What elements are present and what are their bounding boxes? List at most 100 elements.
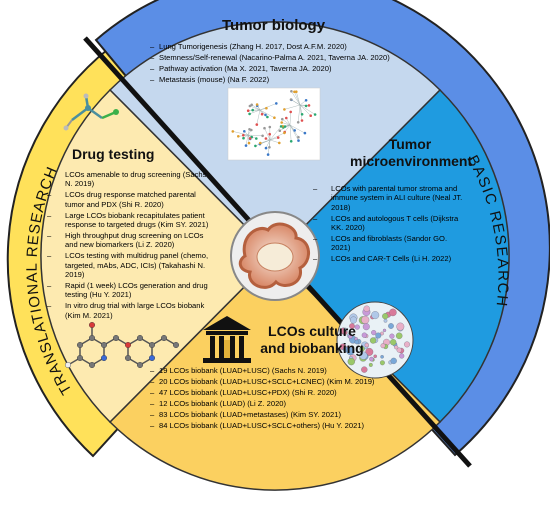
network-node bbox=[296, 121, 300, 124]
molecule-atom bbox=[124, 342, 131, 349]
network-edge bbox=[256, 109, 261, 125]
network-node bbox=[313, 113, 317, 116]
cell bbox=[390, 339, 397, 346]
list-item: –20 LCOs biobank (LUAD+LUSC+SCLC+LCNEC) … bbox=[150, 376, 375, 386]
network-node bbox=[290, 90, 293, 93]
network-node bbox=[283, 125, 287, 128]
cell bbox=[362, 323, 370, 331]
cell bbox=[404, 341, 410, 348]
network-edge bbox=[282, 119, 291, 126]
network-node bbox=[264, 113, 267, 117]
network-node bbox=[266, 115, 269, 119]
cell bbox=[350, 316, 357, 324]
cell bbox=[396, 322, 405, 331]
network-edge bbox=[232, 131, 249, 136]
cell bbox=[343, 327, 348, 332]
tumor-microenvironment-list: –LCOs with parental tumor stroma and imm… bbox=[313, 184, 464, 265]
drug-testing-sector bbox=[40, 88, 277, 424]
cell bbox=[369, 356, 374, 362]
cell bbox=[380, 343, 386, 349]
network-node bbox=[248, 104, 252, 108]
network-node bbox=[304, 99, 308, 102]
molecule-atom bbox=[172, 342, 179, 349]
lcos-title-line2: and biobanking bbox=[260, 340, 364, 356]
cell bbox=[359, 351, 368, 360]
network-node bbox=[279, 125, 283, 128]
molecule-atom bbox=[100, 342, 107, 349]
network-edge bbox=[269, 126, 282, 141]
network-edge bbox=[286, 117, 291, 126]
list-item: –Lung Tumorigenesis (Zhang H. 2017, Dost… bbox=[150, 42, 347, 51]
cell bbox=[369, 337, 377, 344]
network-node bbox=[309, 114, 313, 117]
cell bbox=[373, 354, 377, 359]
network-edge bbox=[289, 124, 292, 142]
biobank-building-icon bbox=[203, 316, 251, 363]
list-item: –LCOs and CAR-T Cells (Li H. 2022) bbox=[313, 254, 452, 264]
network-node bbox=[307, 104, 311, 107]
network-edge bbox=[247, 134, 263, 136]
network-edge bbox=[284, 124, 291, 133]
molecule-atom bbox=[148, 342, 155, 349]
cell bbox=[348, 334, 353, 339]
network-edge bbox=[297, 104, 301, 123]
network-node bbox=[304, 104, 308, 108]
network-node bbox=[251, 108, 254, 112]
list-item: –LCOs testing with multidrug panel (chem… bbox=[47, 251, 209, 280]
cell bbox=[361, 366, 368, 373]
network-node bbox=[264, 137, 268, 140]
cell bbox=[365, 347, 374, 356]
list-item: –LCOs and autologous T cells (Dijkstra K… bbox=[313, 213, 459, 233]
network-node bbox=[243, 130, 246, 133]
network-edge bbox=[249, 105, 261, 111]
network-node bbox=[264, 146, 268, 150]
cell bbox=[388, 323, 394, 329]
cell bbox=[371, 311, 380, 320]
cell bbox=[368, 362, 373, 367]
cell bbox=[354, 339, 360, 345]
cell bbox=[359, 346, 365, 352]
molecule-atom bbox=[76, 355, 83, 362]
network-node bbox=[265, 106, 268, 110]
list-item: –Large LCOs biobank recapitulates patien… bbox=[47, 210, 209, 230]
tumor-microenvironment-sector bbox=[273, 88, 510, 424]
network-node bbox=[231, 130, 235, 133]
network-edge bbox=[289, 111, 291, 126]
network-edge bbox=[264, 128, 271, 141]
network-edge bbox=[245, 134, 249, 146]
network-edge bbox=[299, 104, 311, 116]
list-item: –83 LCOs biobank (LUAD+metastases) (Kim … bbox=[150, 409, 341, 419]
cell bbox=[361, 332, 368, 338]
network-edge bbox=[289, 124, 305, 134]
drug-testing-title: Drug testing bbox=[72, 146, 155, 162]
network-node bbox=[255, 123, 259, 126]
network-edge bbox=[284, 104, 301, 110]
network-node bbox=[300, 113, 304, 116]
network-edge bbox=[269, 132, 285, 141]
network-node bbox=[293, 90, 296, 94]
molecule-atom bbox=[88, 322, 95, 329]
molecule-atom bbox=[148, 355, 155, 362]
list-item: –LCOs drug response matched parental tum… bbox=[47, 190, 196, 209]
network-edge bbox=[260, 139, 271, 144]
drug-testing-list: –LCOs amenable to drug screening (Sachs … bbox=[47, 170, 216, 322]
organoid-lumen bbox=[256, 242, 294, 272]
network-edge bbox=[259, 109, 275, 118]
network-node bbox=[289, 140, 293, 143]
list-item: –Metastasis (mouse) (Na F. 2022) bbox=[150, 74, 270, 84]
cell bbox=[349, 323, 355, 329]
network-node bbox=[268, 125, 272, 129]
network-node bbox=[260, 112, 264, 116]
network-node bbox=[261, 134, 264, 138]
tme-title-line1: Tumor bbox=[388, 136, 432, 152]
network-node bbox=[246, 109, 250, 112]
molecule-atom bbox=[136, 362, 143, 369]
network-node bbox=[254, 137, 258, 140]
molecule-atom bbox=[160, 335, 167, 342]
network-edge bbox=[269, 137, 279, 141]
list-item: –47 LCOs biobank (LUAD+LUSC+PDX) (Shi R.… bbox=[150, 387, 337, 397]
network-edge bbox=[299, 104, 316, 115]
network-node bbox=[278, 129, 282, 132]
